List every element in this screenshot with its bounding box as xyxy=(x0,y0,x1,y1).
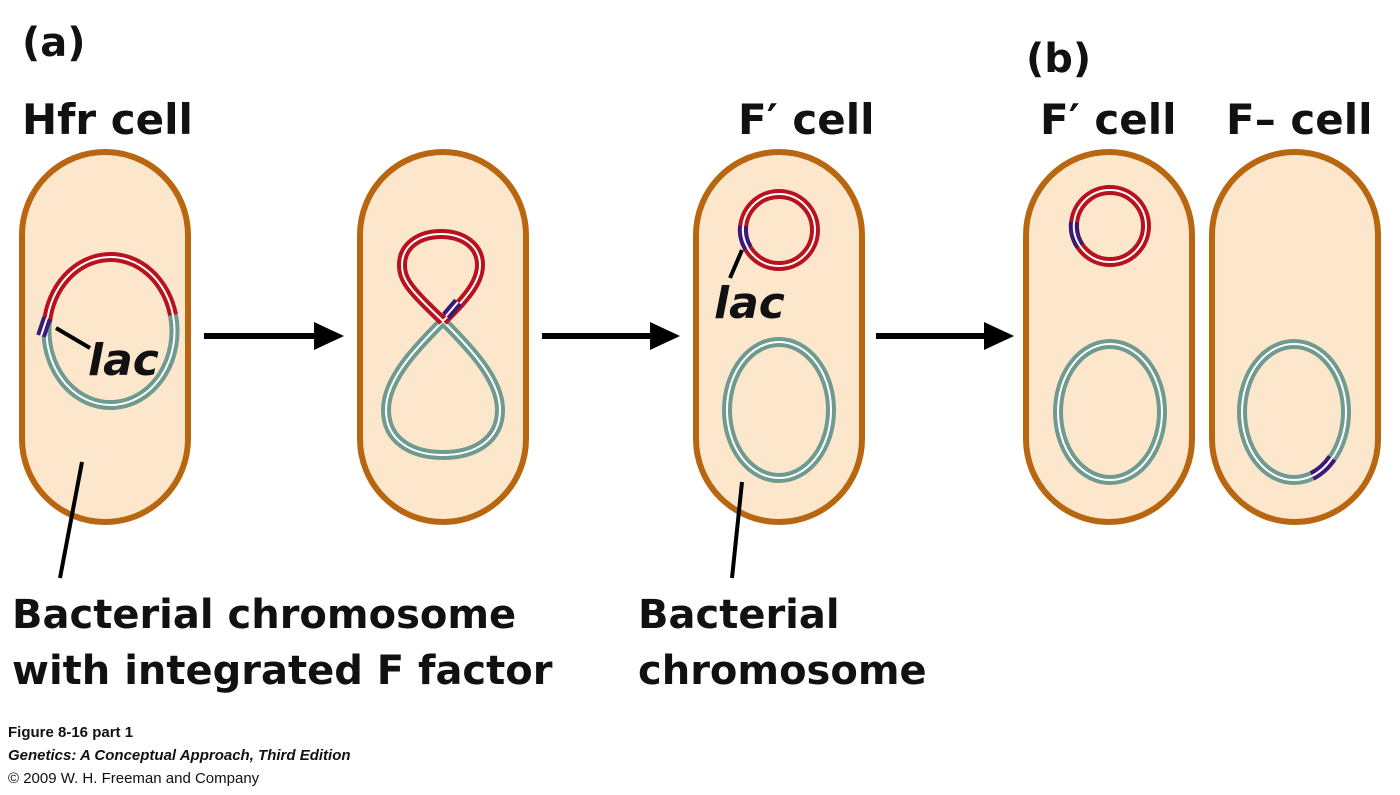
arrow-2 xyxy=(542,322,680,350)
bacterial-chromosome-b xyxy=(1053,339,1167,485)
lac-pointer-2 xyxy=(728,249,744,279)
chromosome-pointer-left xyxy=(58,461,84,579)
fminus-cell xyxy=(1209,149,1381,525)
title-fprime-cell-b: F′ cell xyxy=(1040,95,1177,144)
arrow-3 xyxy=(876,322,1014,350)
bacterial-chromosome-a xyxy=(722,337,836,483)
chromosome-pointer-mid xyxy=(730,481,744,579)
credit-figure-number: Figure 8-16 part 1 xyxy=(8,724,134,741)
lac-label-1: lac xyxy=(88,335,159,386)
caption-left-line1: Bacterial chromosome xyxy=(12,592,516,638)
caption-mid-line2: chromosome xyxy=(638,648,927,694)
looping-chromosome xyxy=(380,228,506,461)
lac-pointer-1 xyxy=(54,326,92,350)
title-fminus-cell: F– cell xyxy=(1226,95,1373,144)
f-prime-plasmid-a xyxy=(737,189,820,271)
lac-label-2: lac xyxy=(714,278,785,329)
looping-cell xyxy=(357,149,529,525)
panel-label-b: (b) xyxy=(1026,36,1091,82)
title-fprime-cell-a: F′ cell xyxy=(738,95,875,144)
f-prime-plasmid-b xyxy=(1068,185,1151,267)
title-hfr-cell: Hfr cell xyxy=(22,95,193,144)
caption-mid-line1: Bacterial xyxy=(638,592,840,638)
panel-label-a: (a) xyxy=(22,20,86,66)
credit-book-title: Genetics: A Conceptual Approach, Third E… xyxy=(8,747,351,764)
credit-copyright: © 2009 W. H. Freeman and Company xyxy=(8,770,260,787)
fprime-cell-b xyxy=(1023,149,1195,525)
arrow-1 xyxy=(204,322,344,350)
fminus-chromosome xyxy=(1237,339,1351,485)
caption-left-line2: with integrated F factor xyxy=(12,648,553,694)
hfr-chromosome xyxy=(36,252,180,410)
hfr-cell xyxy=(19,149,191,525)
